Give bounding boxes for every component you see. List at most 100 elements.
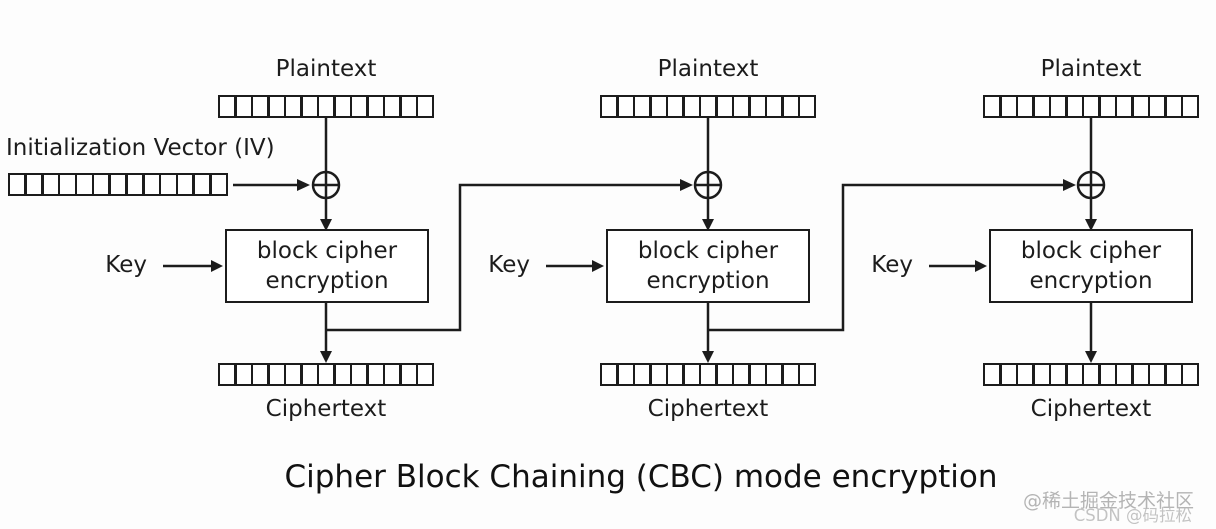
bit-cell (416, 95, 434, 118)
bit-cell (1098, 95, 1117, 118)
xor-icon (1076, 170, 1106, 200)
block2-wires (546, 117, 1076, 363)
bit-cell (1131, 363, 1150, 386)
bit-cell (284, 363, 302, 386)
bit-cell (666, 95, 684, 118)
ciphertext-label: Ciphertext (265, 396, 387, 422)
arrowhead-icon (975, 260, 987, 272)
ciphertext-label: Ciphertext (1030, 396, 1152, 422)
bit-cell (1148, 363, 1166, 386)
bit-cell (649, 95, 668, 118)
bit-cell (1065, 95, 1084, 118)
bit-cell (999, 363, 1018, 386)
bit-cell (399, 95, 418, 118)
bit-cell (317, 363, 335, 386)
bit-cell (798, 363, 816, 386)
ciphertext-bit-bar (218, 363, 434, 386)
block-cipher-box-line2: encryption (1029, 268, 1153, 294)
bit-cell (765, 95, 783, 118)
plaintext-bit-bar (600, 95, 816, 118)
block-cipher-box-line1: block cipher (637, 238, 779, 264)
iv-label: Initialization Vector (IV) (6, 135, 275, 161)
bit-cell (142, 173, 161, 196)
plaintext-bit-bar (218, 95, 434, 118)
bit-cell (715, 363, 734, 386)
feedback-path-2 (708, 183, 1063, 332)
arrowhead-icon (297, 179, 310, 191)
bit-cell (41, 173, 60, 196)
bit-cell (176, 173, 195, 196)
bit-cell (333, 95, 352, 118)
bit-cell (732, 95, 750, 118)
bit-cell (209, 173, 229, 196)
bit-cell (192, 173, 212, 196)
xor-icon (311, 170, 341, 200)
bit-cell (1016, 363, 1034, 386)
bit-cell (699, 95, 717, 118)
bit-cell (699, 363, 717, 386)
bit-cell (58, 173, 77, 196)
ciphertext-label: Ciphertext (647, 396, 769, 422)
bit-cell (416, 363, 434, 386)
arrowhead-icon (680, 179, 693, 191)
bit-cell (125, 173, 144, 196)
arrowhead-icon (592, 260, 604, 272)
arrowhead-icon (1085, 351, 1097, 363)
bit-cell (983, 95, 1001, 118)
plaintext-label: Plaintext (657, 56, 759, 82)
xor-icon (693, 170, 723, 200)
arrowhead-icon (1063, 179, 1076, 191)
bit-cell (682, 95, 701, 118)
bit-cell (616, 363, 635, 386)
bit-cell (748, 363, 767, 386)
bit-cell (75, 173, 94, 196)
bit-cell (649, 363, 668, 386)
watermark-csdn: CSDN @码拉松 (1073, 506, 1192, 525)
bit-cell (748, 95, 767, 118)
bit-cell (399, 363, 418, 386)
bit-cell (1115, 363, 1133, 386)
bit-cell (798, 95, 816, 118)
diagram-caption: Cipher Block Chaining (CBC) mode encrypt… (284, 459, 998, 495)
bit-cell (1181, 363, 1199, 386)
ciphertext-bit-bar (600, 363, 816, 386)
block-cipher-box-line1: block cipher (256, 238, 398, 264)
bit-cell (218, 363, 236, 386)
bit-cell (600, 363, 618, 386)
bit-cell (1032, 363, 1051, 386)
bit-cell (8, 173, 27, 196)
bit-cell (1115, 95, 1133, 118)
bit-cell (350, 363, 368, 386)
key-label: Key (871, 252, 913, 278)
bit-cell (1032, 95, 1051, 118)
plaintext-bit-bar (983, 95, 1199, 118)
bit-cell (383, 363, 401, 386)
bit-cell (333, 363, 352, 386)
key-label: Key (105, 252, 147, 278)
bit-cell (317, 95, 335, 118)
arrowhead-icon (1085, 219, 1097, 231)
arrowhead-icon (702, 351, 714, 363)
arrowhead-icon (320, 351, 332, 363)
bit-cell (234, 363, 253, 386)
bit-cell (108, 173, 128, 196)
bit-cell (1049, 363, 1067, 386)
key-label: Key (488, 252, 530, 278)
bit-cell (284, 95, 302, 118)
bit-cell (300, 95, 319, 118)
block-cipher-box: block cipher encryption (225, 229, 429, 303)
block-cipher-box-line2: encryption (646, 268, 770, 294)
bit-cell (1082, 363, 1100, 386)
block-cipher-box-line2: encryption (265, 268, 389, 294)
bit-cell (781, 95, 800, 118)
bit-cell (383, 95, 401, 118)
bit-cell (1164, 95, 1183, 118)
bit-cell (366, 363, 385, 386)
bit-cell (251, 363, 269, 386)
bit-cell (666, 363, 684, 386)
bit-cell (732, 363, 750, 386)
bit-cell (350, 95, 368, 118)
bit-cell (24, 173, 44, 196)
bit-cell (999, 95, 1018, 118)
